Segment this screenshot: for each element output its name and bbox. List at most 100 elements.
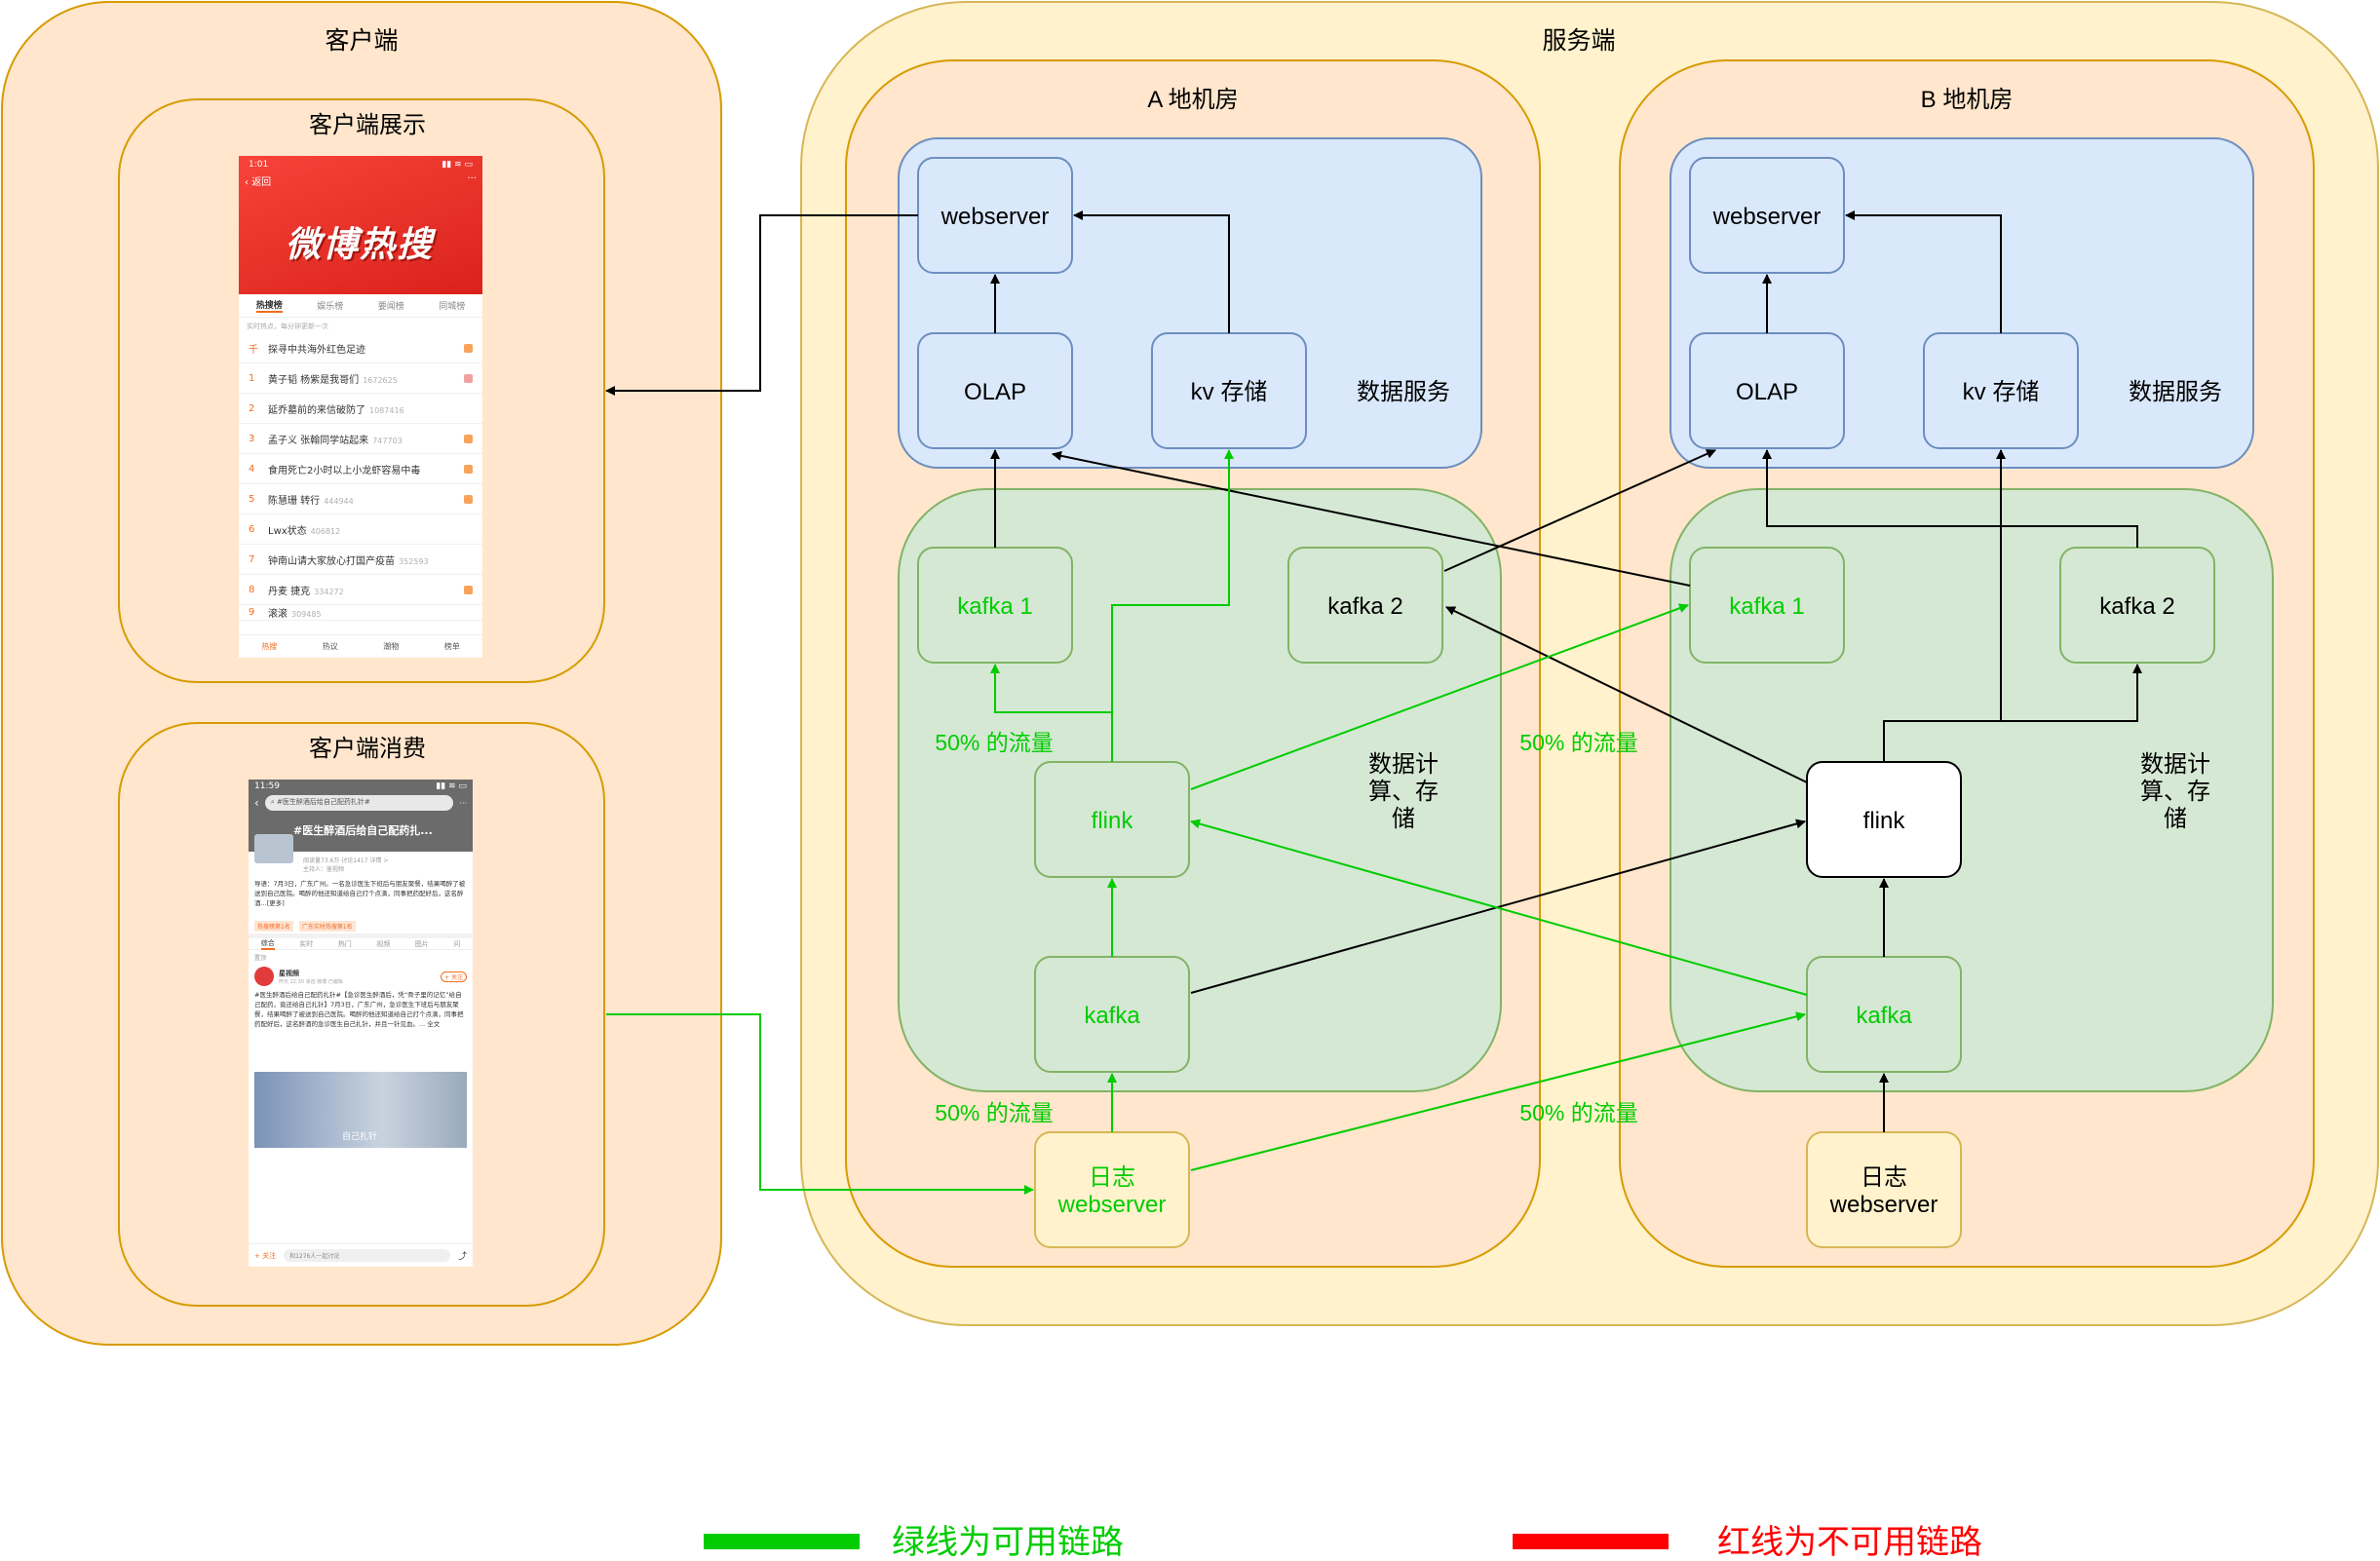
follow-button[interactable]: + 关注 — [441, 971, 467, 982]
search-icon: ⌕ — [270, 798, 277, 806]
room-b-log-label-2: webserver — [1829, 1192, 1939, 1218]
room-a-olap-label: OLAP — [964, 379, 1026, 405]
room-b-compute-label-3: 储 — [2164, 806, 2187, 832]
room-b-olap-label: OLAP — [1736, 379, 1798, 405]
room-a-kafka-label: kafka — [1084, 1003, 1140, 1029]
edge-a-log-b-kafka — [1190, 1011, 1806, 1171]
post-video[interactable]: 自己扎针 — [254, 1072, 467, 1148]
chip-local-rank[interactable]: 广东实时热搜第1名 — [298, 921, 356, 932]
edge-client-consume-a-log — [606, 1013, 1034, 1195]
room-a-flink-label: flink — [1092, 808, 1134, 834]
status-time: 11:59 — [254, 781, 280, 791]
legend-green-label: 绿线为可用链路 — [892, 1524, 1124, 1561]
banner-title: 微博热搜 — [286, 225, 435, 265]
poster-name[interactable]: 星视频 — [279, 969, 299, 977]
room-b-webserver-node[interactable] — [1689, 157, 1845, 274]
room-b-title: B 地机房 — [1921, 87, 2014, 113]
room-b-kafka1-label: kafka 1 — [1729, 593, 1804, 620]
tab-hot[interactable]: 热搜榜 — [255, 298, 283, 313]
tab-city[interactable]: 同城榜 — [439, 302, 466, 312]
edge-b-kafka1-a-olap — [1052, 450, 1691, 587]
topic-title: #医生醉酒后给自己配药扎... — [293, 824, 433, 837]
topic-meta: 阅读量73.6万 讨论1417 详情 > — [303, 857, 389, 864]
share-icon[interactable]: ⤴ — [457, 1252, 467, 1262]
more-icon[interactable]: ··· — [467, 173, 477, 184]
room-a-log-label-2: webserver — [1057, 1192, 1167, 1218]
edge-a-flink-b-kafka1 — [1190, 603, 1689, 790]
nav-trend[interactable]: 潮物 — [383, 642, 400, 651]
tab-ent[interactable]: 娱乐榜 — [317, 302, 344, 312]
room-a-webserver-label: webserver — [940, 204, 1050, 230]
room-a-kafka2-node[interactable] — [1287, 547, 1443, 664]
tab-video[interactable]: 视频 — [376, 939, 391, 948]
room-a-compute-label-3: 储 — [1392, 806, 1415, 832]
nav-hot[interactable]: 热搜 — [261, 642, 278, 651]
pinned-section: 置顶 — [249, 949, 473, 965]
tab-image[interactable]: 图片 — [414, 939, 429, 948]
comment-input[interactable]: 和1276人一起讨论 — [284, 1249, 450, 1262]
chip-hot-rank[interactable]: 热搜榜第1名 — [254, 921, 293, 932]
post-text: #医生醉酒后给自己配药扎针#【急诊医生醉酒后，凭“骨子里的记忆”给自己配药，竟还… — [254, 991, 464, 1028]
room-b-compute-label-2: 算、存 — [2140, 779, 2210, 805]
list-item[interactable]: 千探寻中共海外红色足迹 — [239, 333, 482, 363]
room-a-title: A 地机房 — [1147, 87, 1238, 113]
nav-discuss[interactable]: 热议 — [322, 642, 338, 651]
edge-b-kafka2-olap — [1762, 449, 2138, 548]
more-icon[interactable]: ··· — [459, 798, 467, 808]
tab-realtime[interactable]: 实时 — [299, 939, 314, 948]
tab-qa[interactable]: 问 — [453, 939, 461, 948]
poster-meta: 昨天 22:30 来自 微博 已编辑 — [279, 978, 343, 985]
topic-tabs: 综合 实时 热门 视频 图片 问 — [249, 933, 473, 950]
room-a-data-service-label: 数据服务 — [1357, 379, 1450, 405]
tab-news[interactable]: 要闻榜 — [377, 302, 404, 312]
back-button[interactable]: ‹ 返回 — [245, 177, 272, 188]
room-b-log-label-1: 日志 — [1861, 1164, 1907, 1191]
room-b-data-service-label: 数据服务 — [2129, 379, 2222, 405]
green-edges — [606, 449, 1808, 1195]
status-time: 1:01 — [249, 160, 269, 170]
topic-intro: 导语：7月3日，广东广州。一名急诊医生下班后与朋友聚餐，结果喝醉了被送到自己医院… — [254, 880, 466, 907]
room-a-traffic-upper-label: 50% 的流量 — [935, 730, 1053, 755]
edge-a-flink-kafka1 — [990, 664, 1112, 713]
back-icon[interactable]: ‹ — [254, 796, 259, 810]
edge-a-kv-webserver — [1073, 210, 1230, 333]
client-display-title: 客户端展示 — [309, 112, 426, 138]
client-title: 客户端 — [325, 27, 398, 55]
tab-hot[interactable]: 热门 — [337, 939, 352, 948]
nav-rank[interactable]: 榜单 — [443, 642, 460, 651]
hot-search-banner: 1:01 ▮▮ ≋ ▭ ‹ 返回 ··· 微博热搜 — [239, 156, 482, 294]
room-a-kafka1-label: kafka 1 — [957, 593, 1032, 620]
room-a-kv-label: kv 存储 — [1191, 379, 1268, 405]
room-a-kafka2-label: kafka 2 — [1327, 593, 1402, 620]
server-title: 服务端 — [1542, 27, 1615, 55]
room-b-kv-label: kv 存储 — [1963, 379, 2040, 405]
room-b-kafka1-node[interactable] — [1689, 547, 1845, 664]
room-b-webserver-label: webserver — [1712, 204, 1822, 230]
room-b-kafka2-label: kafka 2 — [2099, 593, 2174, 620]
edge-a-webserver-client — [605, 214, 918, 396]
edge-a-flink-kv — [1111, 449, 1234, 762]
legend-green-swatch — [704, 1534, 860, 1549]
room-b-compute-label-1: 数据计 — [2140, 751, 2210, 778]
tab-all[interactable]: 综合 — [260, 938, 275, 950]
bottom-nav: 热搜 热议 潮物 榜单 — [239, 634, 482, 658]
room-a-traffic-lower-label: 50% 的流量 — [935, 1100, 1053, 1125]
edge-a-kafka2-b-olap — [1443, 449, 1716, 572]
hot-search-subtitle: 实时热点，每分钟更新一次 — [247, 323, 328, 330]
avatar[interactable] — [254, 967, 274, 986]
room-b-flink-label: flink — [1863, 808, 1906, 834]
bottom-follow-button[interactable]: + 关注 — [254, 1251, 277, 1260]
search-input[interactable]: ⌕ #医生醉酒后给自己配药扎针# — [264, 795, 454, 811]
video-caption: 自己扎针 — [342, 1132, 378, 1142]
client-consume-title: 客户端消费 — [309, 736, 426, 762]
